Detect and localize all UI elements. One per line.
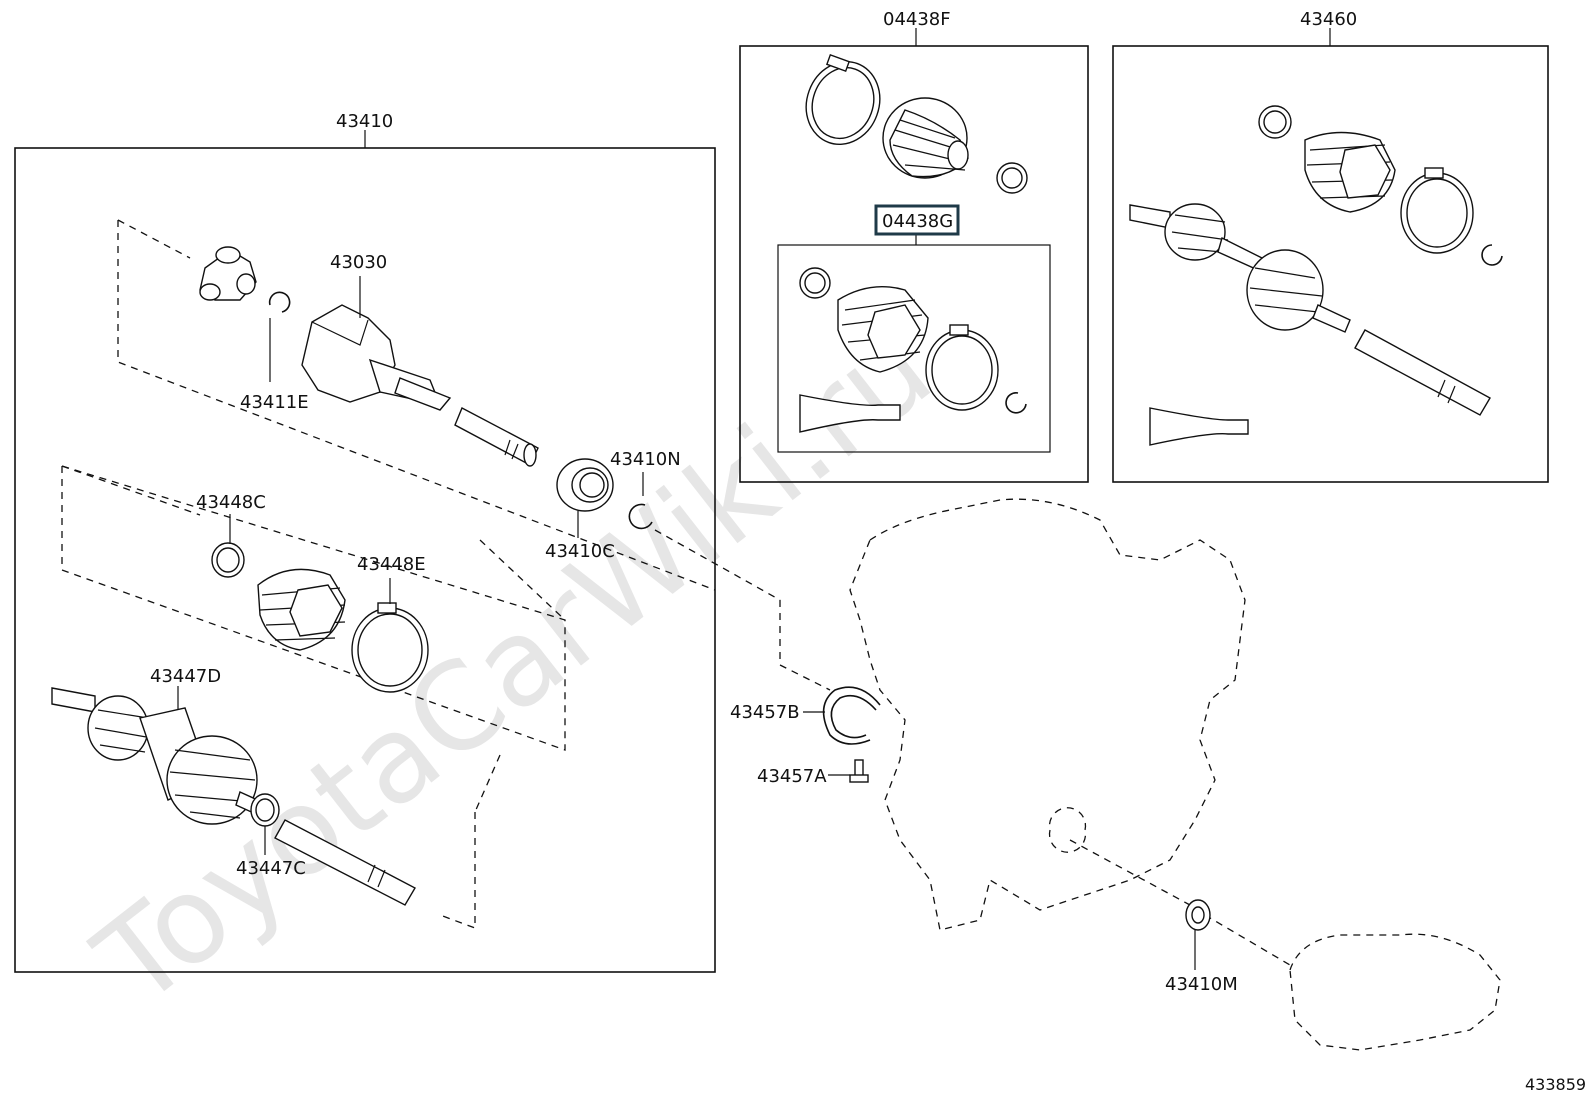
snap-ring-icon xyxy=(1005,392,1027,414)
label-43411E[interactable]: 43411E xyxy=(240,392,309,413)
snap-ring-icon xyxy=(628,503,653,530)
label-43410M[interactable]: 43410M xyxy=(1165,974,1238,995)
clamp-small-icon xyxy=(1258,105,1292,139)
clamp-large-icon xyxy=(805,53,881,146)
clamp-small-icon xyxy=(799,267,831,299)
label-43030[interactable]: 43030 xyxy=(330,252,387,273)
differential-outline xyxy=(1289,933,1501,1051)
assembly-box-43410 xyxy=(14,130,716,973)
clamp-large-icon xyxy=(925,324,999,411)
outboard-joint-housing-icon xyxy=(301,304,452,411)
label-04438F[interactable]: 04438F xyxy=(883,9,951,30)
boot-icon xyxy=(837,285,929,373)
clamp-small-icon xyxy=(250,793,280,827)
grease-tube-icon xyxy=(1149,407,1249,446)
dashed-group-boot xyxy=(61,465,566,751)
transaxle-outline xyxy=(849,498,1246,931)
dashed-group-shaft xyxy=(439,812,476,929)
snap-ring-icon xyxy=(1481,244,1503,266)
clamp-large-icon xyxy=(351,602,429,693)
transaxle-output-flange xyxy=(1048,807,1087,853)
label-43457A[interactable]: 43457A xyxy=(757,766,827,787)
label-43448E[interactable]: 43448E xyxy=(357,554,426,575)
snap-ring-icon xyxy=(268,291,291,313)
assembly-box-43460 xyxy=(1112,28,1549,483)
clamp-small-icon xyxy=(996,162,1028,194)
label-43460[interactable]: 43460 xyxy=(1300,9,1357,30)
bearing-icon xyxy=(556,458,614,512)
boot-icon xyxy=(257,568,346,651)
kit-box-04438F xyxy=(739,28,1089,483)
clamp-large-icon xyxy=(1400,167,1474,254)
label-04438G[interactable]: 04438G xyxy=(882,211,953,232)
drive-shaft-icon xyxy=(1129,203,1491,416)
kit-box-04438G xyxy=(777,204,1051,453)
label-43410C[interactable]: 43410C xyxy=(545,541,615,562)
intermediate-shaft-icon xyxy=(454,407,539,467)
label-43410[interactable]: 43410 xyxy=(336,111,393,132)
boot-icon xyxy=(882,97,969,179)
tripod-joint-icon xyxy=(199,246,257,301)
label-43410N[interactable]: 43410N xyxy=(610,449,681,470)
boot-icon xyxy=(1304,131,1396,213)
grease-tube-icon xyxy=(799,394,901,433)
diagram-id: 433859 xyxy=(1525,1075,1586,1094)
label-43448C[interactable]: 43448C xyxy=(196,492,266,513)
clip-icon xyxy=(822,686,881,745)
label-43447C[interactable]: 43447C xyxy=(236,858,306,879)
drive-shaft-icon xyxy=(51,687,416,906)
seal-icon xyxy=(1185,899,1211,931)
label-43457B[interactable]: 43457B xyxy=(730,702,800,723)
clamp-small-icon xyxy=(211,542,245,578)
label-43447D[interactable]: 43447D xyxy=(150,666,221,687)
bolt-icon xyxy=(849,759,869,783)
